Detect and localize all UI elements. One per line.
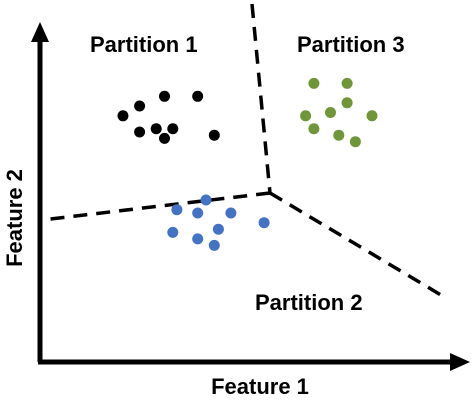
data-point — [159, 90, 170, 102]
x-axis-arrow-icon — [450, 353, 470, 371]
data-point — [208, 239, 220, 251]
boundary-left — [41, 191, 271, 222]
x-axis-label: Feature 1 — [211, 374, 309, 399]
data-point — [225, 207, 237, 219]
partition-1-points — [117, 90, 220, 144]
data-point — [159, 132, 170, 144]
data-point — [167, 226, 179, 238]
data-point — [258, 217, 270, 229]
y-axis-label: Feature 2 — [2, 169, 27, 267]
data-point — [134, 126, 146, 138]
data-point — [300, 110, 312, 122]
data-point — [308, 123, 320, 135]
data-point — [341, 97, 353, 109]
boundary-top — [250, 3, 272, 194]
axes — [31, 22, 470, 371]
data-point — [366, 110, 378, 122]
data-point — [349, 136, 361, 148]
boundary-right — [269, 191, 447, 300]
data-point — [192, 233, 204, 245]
data-point — [341, 77, 353, 89]
partition-2-points — [167, 194, 270, 251]
partition-3-label: Partition 3 — [297, 32, 405, 57]
data-point — [192, 90, 204, 102]
data-point — [117, 110, 129, 122]
partition-2-label: Partition 2 — [255, 290, 363, 315]
partition-boundaries — [41, 3, 447, 300]
data-point — [325, 107, 336, 118]
partition-1-label: Partition 1 — [90, 32, 198, 57]
data-point — [212, 223, 224, 235]
data-point — [200, 194, 212, 206]
data-point — [192, 207, 204, 219]
partition-3-points — [300, 77, 378, 148]
data-point — [208, 129, 220, 141]
data-point — [333, 129, 345, 141]
data-point — [167, 123, 179, 135]
data-point — [308, 77, 320, 89]
data-point — [134, 100, 146, 112]
y-axis-arrow-icon — [31, 22, 49, 42]
data-point — [171, 204, 183, 216]
data-point — [150, 123, 162, 135]
